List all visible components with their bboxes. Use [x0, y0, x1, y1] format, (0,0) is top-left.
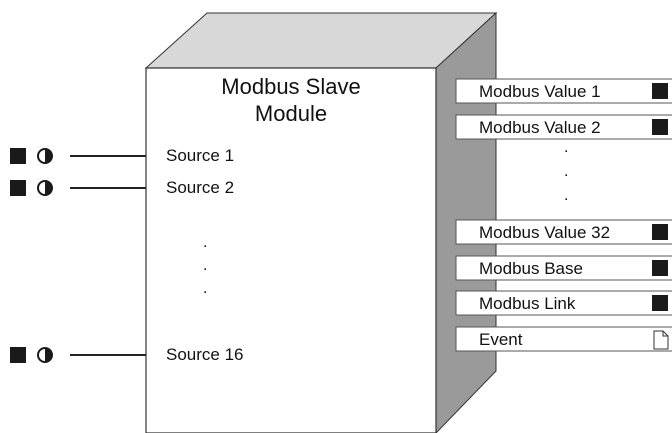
output-ellipsis-dot: .: [564, 187, 569, 204]
output-box-modbus-value-32: [455, 219, 672, 245]
output-label-event: Event: [479, 330, 523, 349]
filled-square-icon: [652, 260, 668, 276]
output-box-modbus-base: [455, 255, 672, 281]
half-filled-circle-icon: [37, 148, 53, 164]
output-box-modbus-link: [455, 290, 672, 316]
module-top-face: [144, 12, 498, 69]
half-filled-circle-icon: [37, 347, 53, 363]
filled-square-icon: [652, 83, 668, 99]
output-ellipsis-dot: .: [564, 139, 569, 156]
input-label-source-1: Source 1: [166, 146, 235, 165]
output-label-modbus-link: Modbus Link: [479, 294, 576, 313]
filled-square-icon: [652, 224, 668, 240]
filled-square-icon: [10, 180, 26, 196]
input-label-source-2: Source 2: [166, 178, 235, 197]
module-title-line-1: Modbus Slave: [221, 74, 361, 99]
module-front-face: [145, 67, 437, 433]
output-boxes: [455, 78, 672, 352]
output-label-modbus-base: Modbus Base: [479, 259, 583, 278]
filled-square-icon: [652, 295, 668, 311]
output-label-modbus-value-2: Modbus Value 2: [479, 118, 601, 137]
filled-square-icon: [10, 347, 26, 363]
filled-square-icon: [652, 119, 668, 135]
output-label-modbus-value-32: Modbus Value 32: [479, 223, 611, 242]
output-box-modbus-value-2: [455, 114, 672, 140]
half-filled-circle-icon: [37, 180, 53, 196]
output-box-event: [455, 326, 672, 352]
input-label-source-16: Source 16: [166, 345, 244, 364]
module-title-line-2: Module: [254, 101, 328, 126]
output-box-modbus-value-1: [455, 78, 672, 104]
filled-square-icon: [10, 148, 26, 164]
output-ellipsis-dot: .: [564, 163, 569, 180]
input-ellipsis-dot: .: [203, 280, 208, 297]
output-label-modbus-value-1: Modbus Value 1: [479, 82, 601, 101]
input-ellipsis-dot: .: [203, 234, 208, 251]
input-ellipsis-dot: .: [203, 257, 208, 274]
document-icon: [653, 330, 669, 350]
